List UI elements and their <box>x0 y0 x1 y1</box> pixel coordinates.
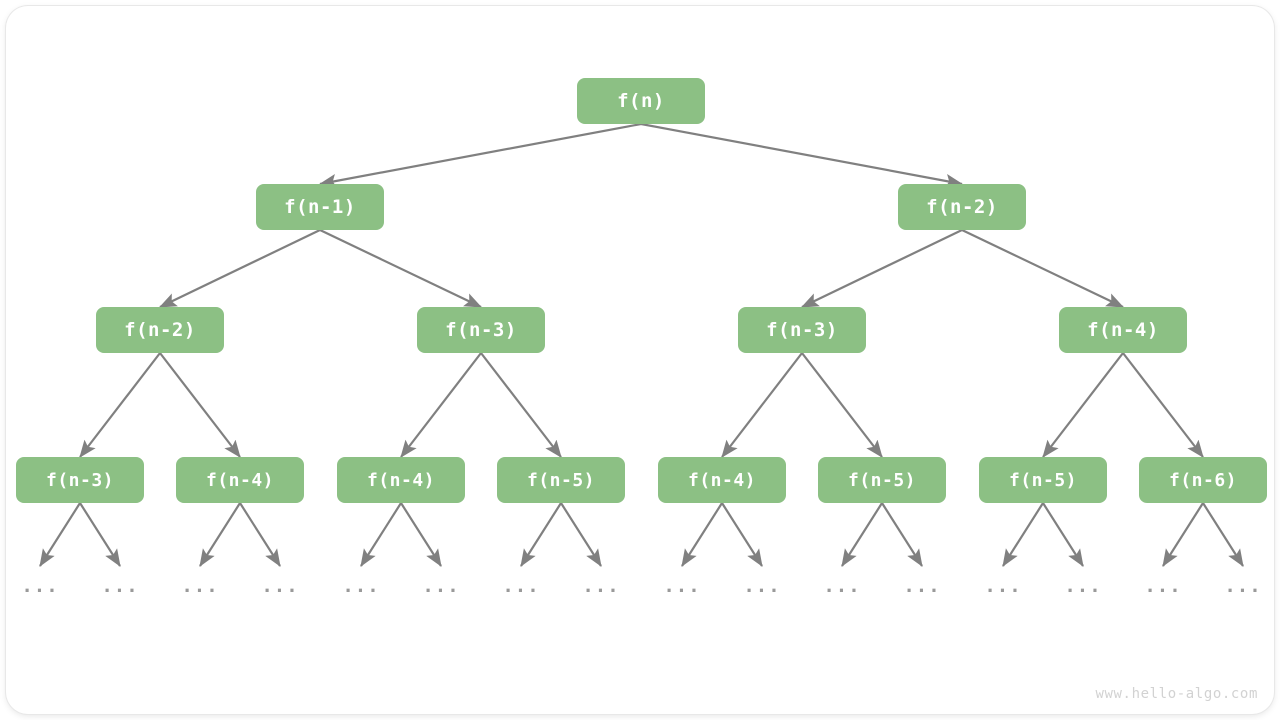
leaf-ellipsis: ... <box>1144 575 1182 597</box>
leaf-stub-edge <box>560 502 602 567</box>
tree-node-n5: f(n-3) <box>738 307 866 353</box>
tree-node-n2: f(n-2) <box>898 184 1026 230</box>
leaf-ellipsis: ... <box>1224 575 1262 597</box>
tree-node-label: f(n-5) <box>847 469 917 491</box>
tree-node-n10: f(n-5) <box>497 457 625 503</box>
leaf-ellipsis: ... <box>261 575 299 597</box>
leaf-stub-edge <box>1202 502 1244 567</box>
tree-node-n6: f(n-4) <box>1059 307 1187 353</box>
tree-node-n8: f(n-4) <box>176 457 304 503</box>
tree-edge-n2-n6 <box>961 229 1124 308</box>
tree-edge-n1-n4 <box>319 229 482 308</box>
leaf-ellipsis: ... <box>181 575 219 597</box>
leaf-ellipsis: ... <box>21 575 59 597</box>
tree-node-n7: f(n-3) <box>16 457 144 503</box>
tree-edges <box>79 122 1204 458</box>
leaf-stub-edge <box>400 502 442 567</box>
tree-edge-n0-n1 <box>318 122 642 188</box>
leaf-ellipsis: ... <box>984 575 1022 597</box>
leaf-stub-edge <box>721 502 763 567</box>
tree-edge-n6-n13 <box>1042 352 1124 458</box>
leaf-ellipsis: ... <box>342 575 380 597</box>
tree-edge-n0-n2 <box>640 122 964 188</box>
tree-edge-n5-n11 <box>721 352 803 458</box>
tree-edge-n1-n3 <box>159 229 321 308</box>
tree-node-label: f(n-3) <box>45 469 115 491</box>
leaf-stub-edge <box>1002 502 1044 567</box>
tree-node-label: f(n-4) <box>687 469 757 491</box>
leaf-ellipsis: ... <box>823 575 861 597</box>
leaf-ellipsis: ... <box>903 575 941 597</box>
leaf-ellipsis: ... <box>101 575 139 597</box>
tree-node-label: f(n-5) <box>526 469 596 491</box>
leaf-stub-edge <box>520 502 562 567</box>
leaf-ellipsis: ... <box>422 575 460 597</box>
tree-node-label: f(n-4) <box>205 469 275 491</box>
leaf-stub-edge <box>681 502 723 567</box>
leaf-stub-edge <box>39 502 81 567</box>
tree-node-label: f(n-1) <box>284 196 356 218</box>
tree-edge-n4-n9 <box>400 352 482 458</box>
tree-node-n12: f(n-5) <box>818 457 946 503</box>
leaf-stub-edge <box>199 502 241 567</box>
tree-node-n11: f(n-4) <box>658 457 786 503</box>
leaf-ellipsis: ... <box>502 575 540 597</box>
tree-node-n0: f(n) <box>577 78 705 124</box>
tree-node-n1: f(n-1) <box>256 184 384 230</box>
leaf-ellipsis: ... <box>663 575 701 597</box>
tree-node-label: f(n-2) <box>124 319 196 341</box>
tree-node-n3: f(n-2) <box>96 307 224 353</box>
tree-node-label: f(n-3) <box>766 319 838 341</box>
leaf-ellipsis: ... <box>1064 575 1102 597</box>
tree-node-label: f(n-3) <box>445 319 517 341</box>
tree-edge-n3-n8 <box>159 352 241 458</box>
tree-node-label: f(n-2) <box>926 196 998 218</box>
tree-edge-n6-n14 <box>1122 352 1204 458</box>
tree-edge-n3-n7 <box>79 352 161 458</box>
tree-node-n13: f(n-5) <box>979 457 1107 503</box>
tree-edge-n2-n5 <box>801 229 963 308</box>
leaf-ellipsis: ... <box>743 575 781 597</box>
tree-node-label: f(n-4) <box>1087 319 1159 341</box>
tree-node-label: f(n-6) <box>1168 469 1238 491</box>
leaf-stub-edge <box>239 502 281 567</box>
leaf-stub-edge <box>841 502 883 567</box>
tree-edge-n4-n10 <box>480 352 562 458</box>
tree-node-n14: f(n-6) <box>1139 457 1267 503</box>
leaf-stub-edge <box>79 502 121 567</box>
leaf-ellipsis: ... <box>582 575 620 597</box>
leaf-stub-edge <box>1162 502 1204 567</box>
leaf-stub-edge <box>881 502 923 567</box>
leaf-stub-edge <box>1042 502 1084 567</box>
tree-node-n4: f(n-3) <box>417 307 545 353</box>
tree-node-label: f(n-5) <box>1008 469 1078 491</box>
tree-node-label: f(n) <box>617 90 665 112</box>
tree-edge-n5-n12 <box>801 352 883 458</box>
tree-node-n9: f(n-4) <box>337 457 465 503</box>
watermark: www.hello-algo.com <box>1095 686 1258 702</box>
tree-node-label: f(n-4) <box>366 469 436 491</box>
leaf-stub-edge <box>360 502 402 567</box>
leaf-stub-edges <box>39 502 1244 567</box>
